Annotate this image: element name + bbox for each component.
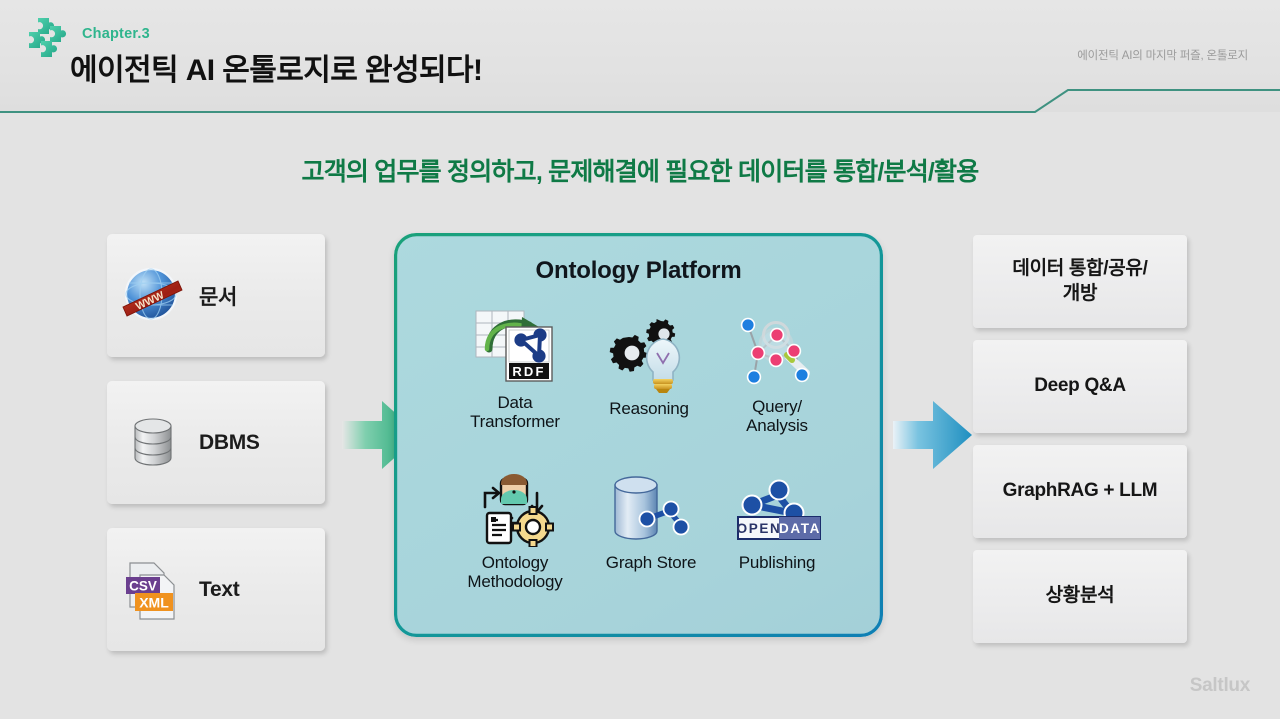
module-label: Graph Store [605,553,697,572]
svg-text:XML: XML [139,594,169,610]
module-label: Ontology Methodology [467,553,563,592]
graph-magnifier-icon [702,309,852,391]
section-subtitle: 고객의 업무를 정의하고, 문제해결에 필요한 데이터를 통합/분석/활용 [301,158,980,186]
module-graph-store[interactable]: Graph Store [576,465,726,572]
globe-www-icon: WWW [107,263,199,329]
source-card-label: DBMS [199,430,260,454]
svg-text:RDF: RDF [512,364,545,379]
output-card-situation-analysis[interactable]: 상황분석 [973,550,1187,643]
output-card-deep-qa[interactable]: Deep Q&A [973,340,1187,433]
module-reasoning[interactable]: Reasoning [574,311,724,418]
person-gear-document-icon [440,465,590,547]
ontology-platform-box[interactable]: Ontology Platform RDF [394,233,883,637]
module-data-transformer[interactable]: RDF Data Transformer [440,305,590,431]
brand-logo: Saltlux [1189,675,1251,696]
chapter-label: Chapter.3 [82,26,150,42]
open-data-icon: OPEN DATA [702,465,852,547]
source-card-dbms[interactable]: DBMS [107,381,325,504]
output-card-data-integration[interactable]: 데이터 통합/공유/ 개방 [973,235,1187,328]
module-label: Data Transformer [470,393,560,432]
platform-title: Ontology Platform [535,257,742,284]
gears-lightbulb-icon [574,311,724,393]
csv-xml-files-icon: CSV XML [107,555,199,625]
rdf-transform-icon: RDF [440,305,590,387]
svg-text:CSV: CSV [129,578,157,593]
header-divider [0,89,1280,113]
header-tagline: 에이전틱 AI의 마지막 퍼즐, 온톨로지 [1077,50,1248,62]
page-title: 에이전틱 AI 온톨로지로 완성되다! [70,54,483,87]
module-publishing[interactable]: OPEN DATA Publishing [702,465,852,572]
database-graph-icon [576,465,726,547]
output-card-graphrag-llm[interactable]: GraphRAG + LLM [973,445,1187,538]
module-ontology-methodology[interactable]: Ontology Methodology [440,465,590,591]
svg-text:OPEN: OPEN [737,521,782,536]
source-card-document[interactable]: WWW 문서 [107,234,325,357]
arrow-right-icon-output [893,401,972,469]
source-card-text[interactable]: CSV XML Text [107,528,325,651]
source-card-label: Text [199,577,240,601]
puzzle-pieces-icon [29,18,67,57]
module-query-analysis[interactable]: Query/ Analysis [702,309,852,435]
module-label: Reasoning [609,399,689,418]
module-label: Publishing [738,553,816,572]
source-card-label: 문서 [199,285,238,309]
slide-header: Chapter.3 에이전틱 AI 온톨로지로 완성되다! 에이전틱 AI의 마… [0,0,1280,113]
svg-text:DATA: DATA [779,521,821,536]
module-label: Query/ Analysis [746,397,808,436]
database-cylinder-icon [107,410,199,476]
